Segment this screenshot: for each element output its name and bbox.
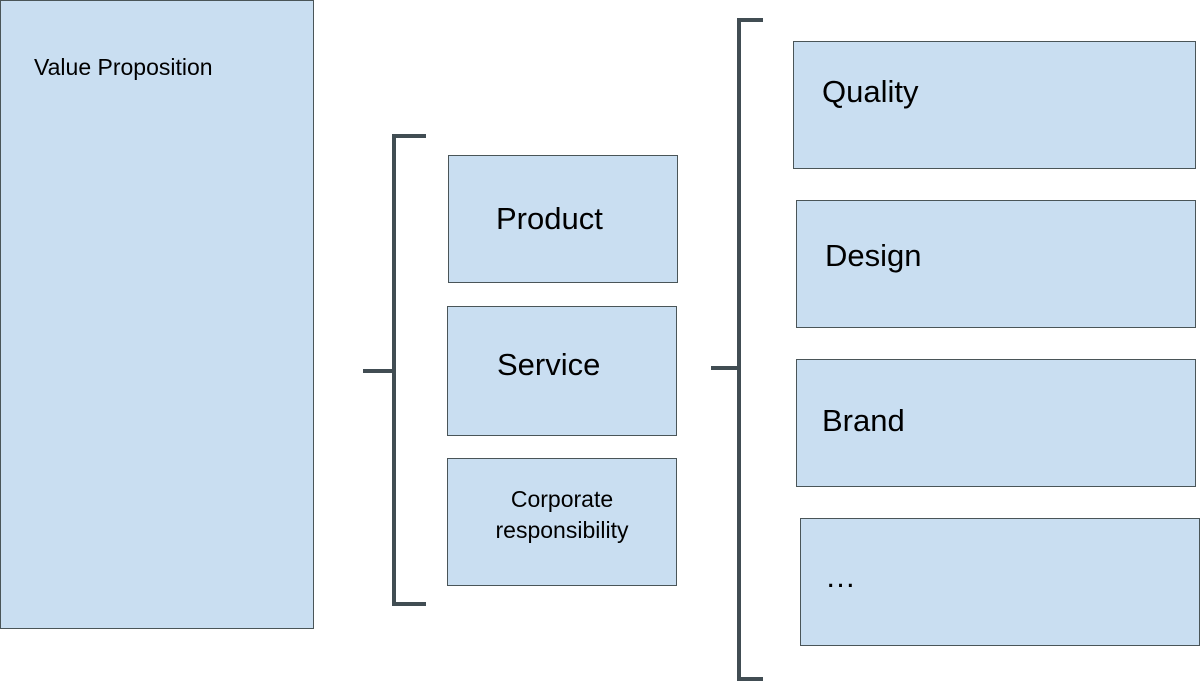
bracket-connector-2 bbox=[711, 366, 741, 370]
bracket-connector-1 bbox=[363, 369, 395, 373]
value-proposition-label: Value Proposition bbox=[34, 54, 213, 80]
product-box: Product bbox=[448, 155, 678, 283]
service-box: Service bbox=[447, 306, 677, 436]
service-label: Service bbox=[497, 347, 601, 382]
brand-label: Brand bbox=[822, 403, 905, 438]
more-items-label: … bbox=[825, 559, 856, 594]
design-box: Design bbox=[796, 200, 1196, 328]
quality-label: Quality bbox=[822, 74, 919, 109]
corporate-responsibility-line-2: responsibility bbox=[495, 517, 629, 543]
corporate-responsibility-label: Corporate responsibility bbox=[448, 484, 676, 546]
value-proposition-box: Value Proposition bbox=[0, 0, 314, 629]
corporate-responsibility-line-1: Corporate bbox=[510, 486, 614, 512]
bracket-1 bbox=[392, 134, 426, 606]
bracket-2 bbox=[737, 18, 763, 681]
corporate-responsibility-box: Corporate responsibility bbox=[447, 458, 677, 586]
product-label: Product bbox=[496, 201, 603, 236]
brand-box: Brand bbox=[796, 359, 1196, 487]
more-items-box: … bbox=[800, 518, 1200, 646]
design-label: Design bbox=[825, 238, 922, 273]
quality-box: Quality bbox=[793, 41, 1196, 169]
